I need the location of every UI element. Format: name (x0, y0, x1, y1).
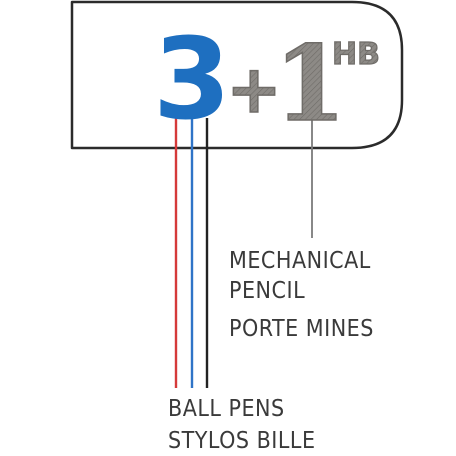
pens-label-fr: STYLOS BILLE (168, 428, 316, 454)
pencil-label-en-line1: MECHANICAL (229, 248, 371, 274)
badge-main-number: 3 (153, 15, 231, 145)
badge-plus: + (226, 51, 281, 128)
pencil-label-fr: PORTE MINES (229, 316, 374, 342)
pencil-label-en-line2: PENCIL (229, 278, 305, 304)
pens-label-en: BALL PENS (168, 396, 285, 422)
badge-grade: HB (332, 37, 380, 72)
badge-frame (70, 0, 404, 150)
badge-secondary-number: 1 (274, 22, 346, 145)
